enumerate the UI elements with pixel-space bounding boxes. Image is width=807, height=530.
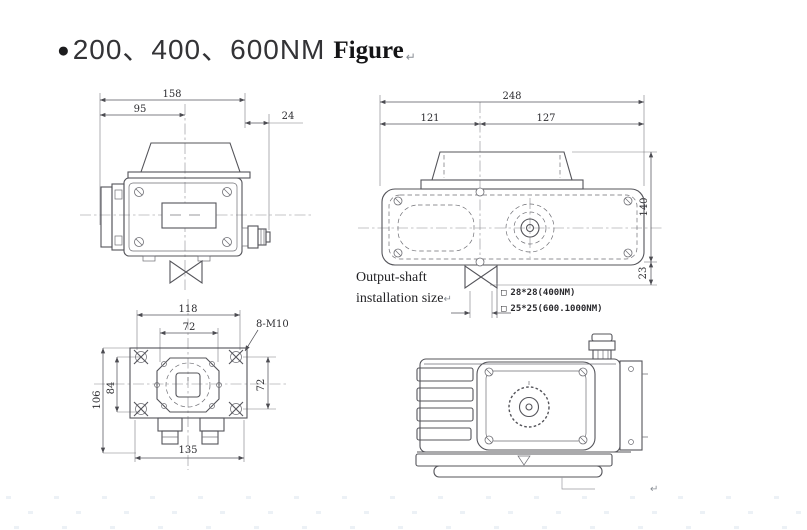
corner-screw-icon xyxy=(393,187,633,267)
note-line1: Output-shaft xyxy=(356,270,427,285)
dim-gland-offset: 24 xyxy=(282,111,295,122)
title-suffix-text: Figure xyxy=(333,36,404,64)
housing-outline xyxy=(381,188,645,266)
shaft-option-label: 25*25(600.1000NM) xyxy=(510,304,603,314)
bullet-icon: ● xyxy=(57,38,70,62)
figure-title: ● 200、400、600NM Figure ↵ xyxy=(57,34,416,65)
leader-line xyxy=(561,477,595,490)
bottom-view-dimensions: 118 72 8-M10 106 84 72 135 xyxy=(92,304,289,461)
note-line2-row: installation size↵ xyxy=(356,288,486,310)
valve-symbol xyxy=(464,264,498,290)
dim-inner-bolt-span: 72 xyxy=(183,322,196,333)
title-text: 200、400、600NM xyxy=(72,34,326,65)
rear-view-drawing xyxy=(415,333,648,490)
bottom-view-centerlines xyxy=(94,299,288,470)
side-view-drawing: 158 95 24 xyxy=(80,89,312,290)
return-mark-icon: ↵ xyxy=(405,50,416,64)
corner-screw-icon xyxy=(134,187,232,247)
dim-total-height: 106 xyxy=(92,390,103,409)
cover-collar xyxy=(127,171,251,179)
actuator-top-body xyxy=(381,151,645,267)
mounting-feet xyxy=(157,417,225,445)
dim-foot-width: 135 xyxy=(178,445,197,456)
shaft-option-row: □ 28*28(400NM) xyxy=(501,286,575,300)
return-mark-icon: ↵ xyxy=(443,294,452,305)
side-view-centerlines xyxy=(80,104,312,290)
top-cover xyxy=(431,151,573,181)
dim-center-offset: 95 xyxy=(134,104,147,115)
motor-housing-dashed xyxy=(397,204,475,252)
faint-guide-row xyxy=(0,496,807,499)
bolt-icon xyxy=(133,349,244,417)
side-view-dimensions: 158 95 24 xyxy=(100,89,303,126)
cover-screw-icon xyxy=(484,367,588,445)
cable-gland xyxy=(241,225,271,249)
dim-total-width: 158 xyxy=(162,89,181,100)
actuator-side-body xyxy=(100,142,271,262)
nameplate xyxy=(161,202,217,229)
faint-guide-row xyxy=(0,511,807,514)
cover-plate xyxy=(476,361,596,451)
output-shaft-circle xyxy=(505,203,555,253)
dim-left-half: 121 xyxy=(420,113,439,124)
dim-base-height: 23 xyxy=(638,267,649,280)
shaft-option-label: 28*28(400NM) xyxy=(510,288,576,298)
shaft-size-callout-lines xyxy=(451,283,511,318)
dim-right-half: 127 xyxy=(536,113,555,124)
actuator-rear-body xyxy=(415,358,648,478)
bottom-view-drawing: 118 72 8-M10 106 84 72 135 xyxy=(92,299,289,470)
top-view-drawing: 248 121 127 140 23 xyxy=(358,91,664,318)
dim-side-bolt-span: 72 xyxy=(256,379,267,392)
checkbox-icon: □ xyxy=(501,288,507,298)
base-plate xyxy=(415,451,631,478)
top-cover xyxy=(140,142,241,173)
return-mark-icon: ↵ xyxy=(650,484,659,495)
position-indicator-dial xyxy=(508,381,550,428)
top-view-centerlines xyxy=(358,102,664,264)
checkbox-icon: □ xyxy=(501,304,507,314)
cable-gland xyxy=(588,333,616,360)
mounting-flange xyxy=(100,183,125,251)
dim-bolt-height: 84 xyxy=(106,382,117,395)
dim-mounting-thread: 8-M10 xyxy=(256,319,289,330)
square-drive-hole xyxy=(175,372,201,398)
dim-total-length: 248 xyxy=(502,91,521,102)
terminal-side-panel xyxy=(619,360,648,451)
flange-plate xyxy=(129,347,248,419)
output-shaft-note: Output-shaft installation size↵ xyxy=(356,267,486,310)
cover-collar xyxy=(420,179,584,190)
perimeter-screw-icon xyxy=(154,361,222,409)
dim-outer-bolt-span: 118 xyxy=(178,304,197,315)
actuator-bottom-body xyxy=(129,347,248,445)
note-line2: installation size xyxy=(356,291,444,306)
top-view-extension-lines xyxy=(379,95,657,286)
faint-guide-row xyxy=(0,526,807,529)
cooling-fins xyxy=(416,367,474,441)
shaft-option-row: □ 25*25(600.1000NM) xyxy=(501,302,603,316)
valve-symbol xyxy=(169,259,203,285)
